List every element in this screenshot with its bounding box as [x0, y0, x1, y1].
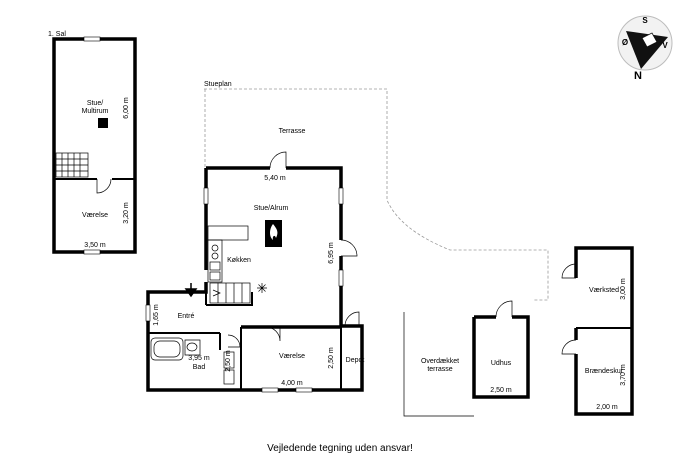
- bathroom-fixtures: [150, 337, 235, 385]
- udhus-outline: [472, 315, 530, 399]
- fire-icon: [270, 224, 278, 240]
- dimension-entre: 1,65 m: [153, 304, 160, 326]
- door-swing-alrum: [340, 239, 358, 257]
- dimension-stue-multirum: 6,00 m: [123, 97, 130, 119]
- compass-south: S: [642, 16, 648, 25]
- room-label-depot: Depot: [346, 357, 365, 364]
- room-label-stue-multirum-2: Multirum: [82, 108, 109, 115]
- room-label-stue-alrum: Stue/Alrum: [254, 205, 289, 212]
- window: [145, 304, 151, 322]
- window: [338, 269, 344, 287]
- covered-terrace-outline: [403, 312, 474, 417]
- sheds-outline: [574, 246, 634, 416]
- window: [203, 187, 209, 205]
- upper-floor-title: 1. Sal: [48, 31, 66, 38]
- dimension-sheds-width: 2,00 m: [596, 404, 618, 411]
- room-label-udhus: Udhus: [491, 360, 512, 367]
- dimension-vaerelse-ground-height: 2,50 m: [328, 347, 335, 369]
- upper-floor: 1. Sal Stue/ Multirum 6,00 m Værelse 3,2…: [48, 31, 137, 255]
- door-swing-terrasse: [269, 151, 287, 169]
- door-swing-vaerelse: [265, 326, 281, 342]
- room-label-koekken: Køkken: [227, 257, 251, 264]
- udhus: Udhus 2,50 m: [472, 300, 530, 399]
- room-label-vaerksted: Værksted: [589, 287, 619, 294]
- house-icon: [641, 32, 658, 48]
- door-swing: [96, 178, 112, 194]
- room-label-entre: Entré: [178, 313, 195, 320]
- compass-west: V: [662, 41, 668, 50]
- door-swing-vaerksted: [561, 263, 577, 279]
- window: [261, 387, 279, 393]
- house-wall-left: [146, 168, 241, 392]
- covered-terrace: Overdækket terrasse: [403, 312, 474, 417]
- kitchen-counter: [207, 225, 249, 283]
- chimney: [98, 118, 108, 128]
- dimension-alrum-width: 5,40 m: [264, 175, 286, 182]
- door-swing-brandeskur: [561, 339, 577, 355]
- terrace-outline: [204, 88, 549, 301]
- dimension-brandeskur: 3,70 m: [620, 364, 627, 386]
- window: [295, 387, 313, 393]
- dimension-bad-width: 3,95 m: [188, 355, 210, 362]
- room-label-vaerelse-upper: Værelse: [82, 212, 108, 219]
- dimension-udhus: 2,50 m: [490, 387, 512, 394]
- window: [338, 187, 344, 205]
- window: [83, 36, 101, 42]
- house-wall-right: [206, 166, 364, 392]
- room-label-overdaekket-1: Overdækket: [421, 358, 459, 365]
- window: [83, 249, 101, 255]
- compass-pointer: [626, 31, 668, 69]
- ground-floor-title: Stueplan: [204, 81, 232, 88]
- snowflake-icon: [257, 283, 267, 293]
- compass-east: Ø: [622, 38, 628, 47]
- dimension-vaerksted: 3,00 m: [620, 278, 627, 300]
- dimension-vaerelse-upper: 3,20 m: [123, 202, 130, 224]
- door-swing-bad: [227, 334, 241, 348]
- dimension-vaerelse-ground-width: 4,00 m: [281, 380, 303, 387]
- room-label-vaerelse-ground: Værelse: [279, 353, 305, 360]
- dimension-alrum-height: 6,95 m: [328, 242, 335, 264]
- compass-north: N: [634, 70, 642, 82]
- dimension-upper-width: 3,50 m: [84, 242, 106, 249]
- staircase-ground: [209, 282, 251, 304]
- room-label-bad: Bad: [193, 364, 206, 371]
- dimension-bad-height: 2,50 m: [225, 350, 232, 372]
- room-label-stue-multirum-1: Stue/: [87, 100, 103, 107]
- entry-arrow-icon: [184, 283, 198, 298]
- staircase-upper: [55, 152, 89, 178]
- room-label-overdaekket-2: terrasse: [427, 366, 452, 373]
- ground-floor: Stueplan Terrasse: [145, 81, 549, 393]
- sheds: Værksted 3,00 m Brændeskur 3,70 m 2,00 m: [561, 246, 634, 416]
- room-label-brandeskur: Brændeskur: [585, 368, 624, 375]
- wall-stairs: [206, 292, 253, 306]
- door-swing-depot: [344, 311, 360, 327]
- compass-icon: S Ø V N: [617, 15, 673, 82]
- room-label-terrasse: Terrasse: [279, 128, 306, 135]
- disclaimer-text: Vejledende tegning uden ansvar!: [267, 443, 413, 454]
- door-swing-udhus: [495, 300, 513, 318]
